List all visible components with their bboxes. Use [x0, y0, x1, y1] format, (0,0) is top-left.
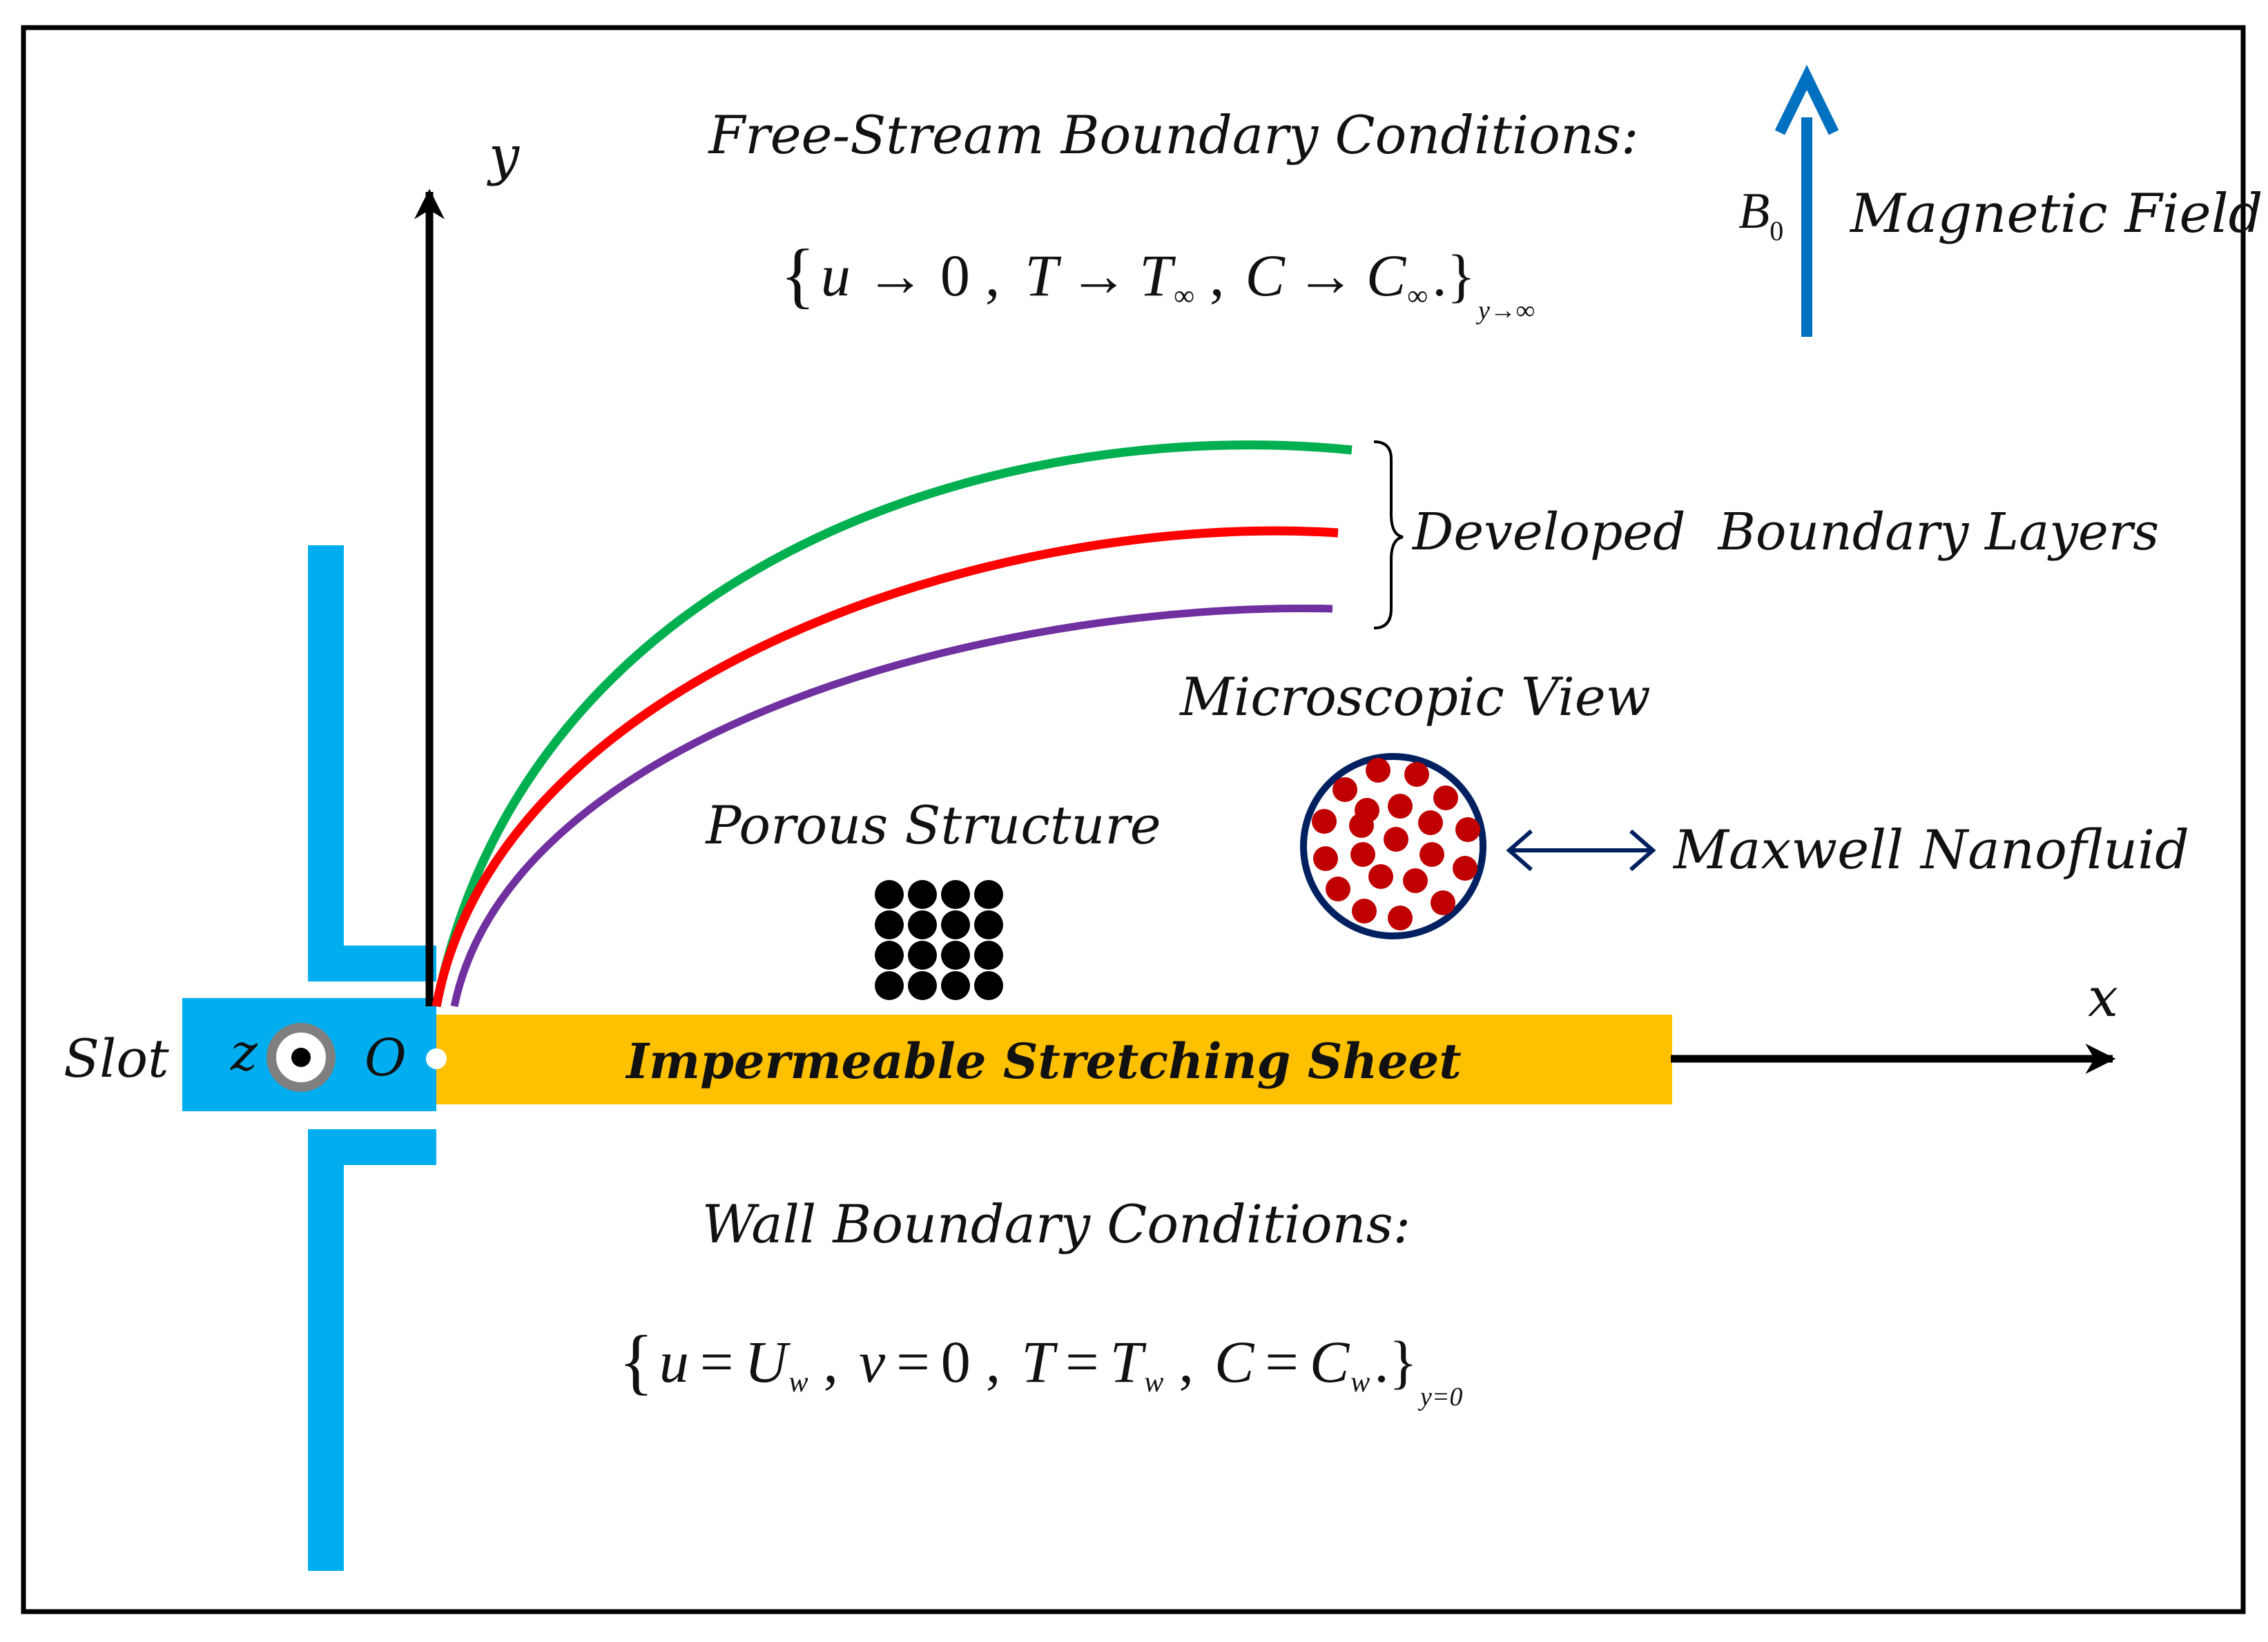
origin-label: O [365, 1028, 407, 1088]
out-of-page-axis-icon [266, 1023, 336, 1092]
maxwell-nanofluid-label: Maxwell Nanofluid [1672, 819, 2189, 881]
stretching-sheet [436, 1015, 1672, 1104]
wall-title: Wall Boundary Conditions: [702, 1193, 1411, 1255]
wall-equation: {u=Uw,v=0,T=Tw,C=Cw.}y=0 [619, 1321, 1463, 1411]
double-arrow [1506, 829, 1656, 872]
free-stream-equation: {u→0,T→T∞,C→C∞.}y→∞ [780, 235, 1535, 325]
y-axis-label: y [487, 125, 520, 187]
z-axis-label: z [230, 1023, 258, 1082]
slot-wall-lower [308, 1129, 344, 1571]
slot-lip-upper [308, 946, 436, 981]
boundary-layer-middle [432, 526, 1339, 1008]
nanoparticles [1312, 758, 1480, 930]
magnetic-field-label: Magnetic Field [1849, 183, 2263, 245]
porous-dot-grid-icon [875, 880, 1003, 1000]
developed-layers-label: Developed Boundary Layers [1411, 502, 2159, 562]
sheet-label: Impermeable Stretching Sheet [625, 1033, 1461, 1090]
magnetic-field-arrowhead [1774, 64, 1839, 135]
diagram-frame [21, 25, 2246, 1614]
free-stream-title: Free-Stream Boundary Conditions: [708, 104, 1639, 166]
microscopic-view-label: Microscopic View [1179, 666, 1651, 727]
porous-structure-label: Porous Structure [704, 794, 1161, 856]
nanoparticle-circle-icon [1300, 753, 1486, 939]
slot-channel [182, 545, 436, 1571]
boundary-layer-outer [432, 440, 1353, 1008]
magnetic-symbol: B0 [1738, 183, 1783, 246]
layers-brace [1373, 440, 1404, 629]
x-axis-label: x [2088, 967, 2118, 1029]
slot-label: Slot [64, 1028, 169, 1089]
slot-wall-upper [308, 545, 344, 975]
boundary-layer-inner [450, 604, 1333, 1008]
origin-point [426, 1048, 447, 1069]
